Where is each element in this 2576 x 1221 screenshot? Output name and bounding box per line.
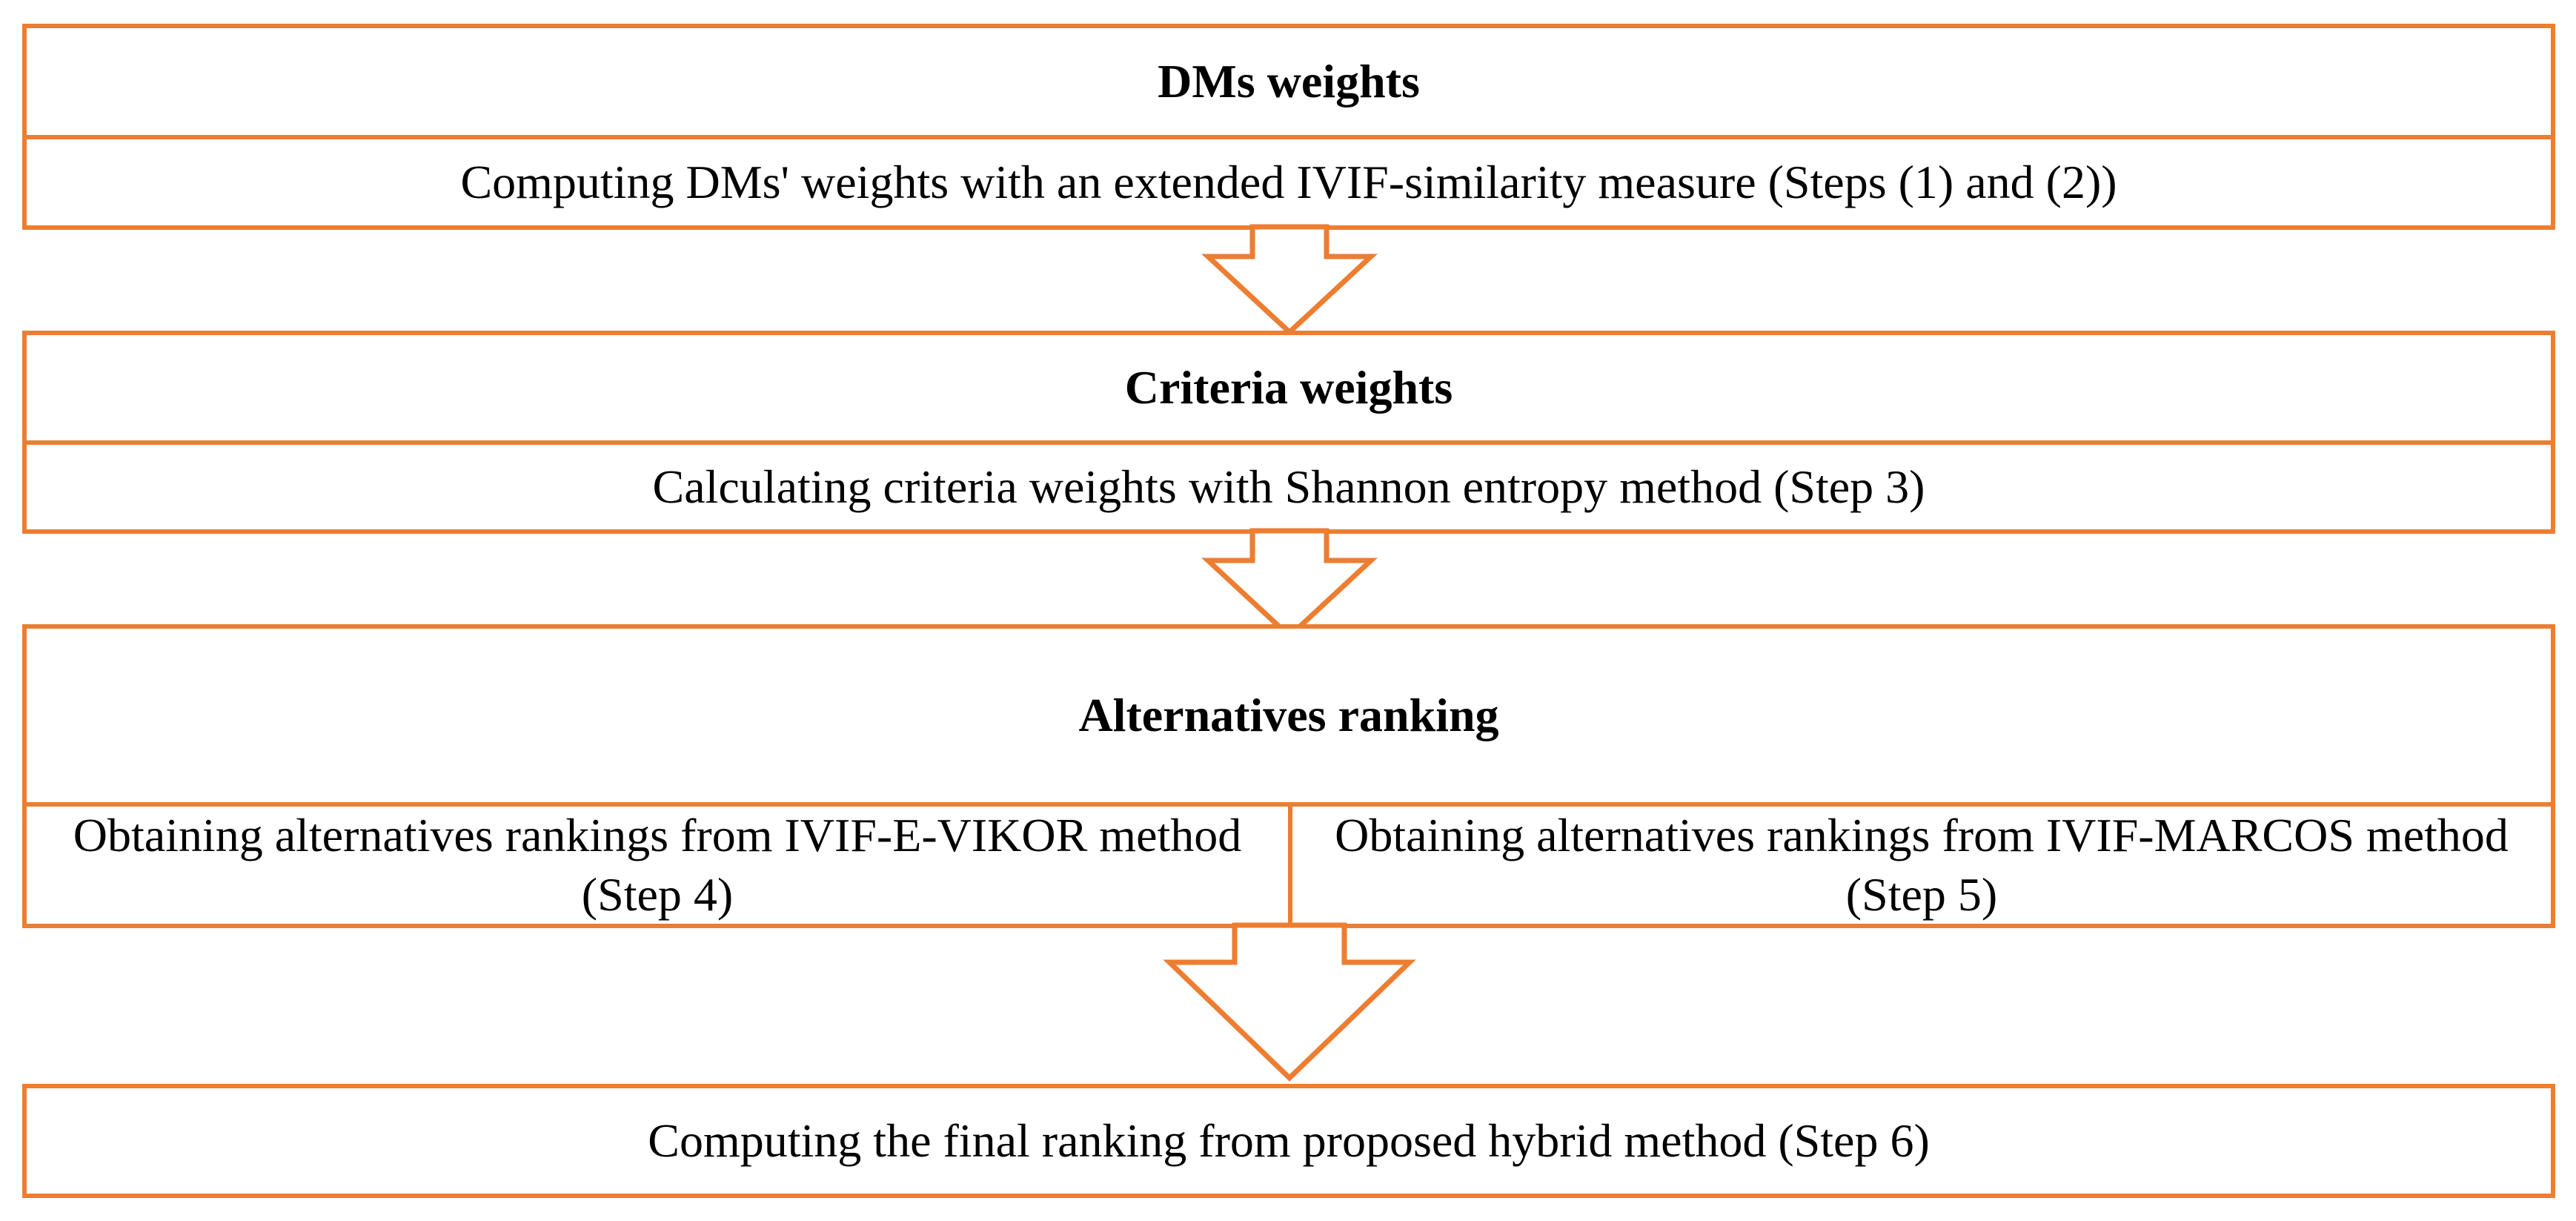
down-arrow-1 (1201, 224, 1378, 336)
stage-final-ranking: Computing the final ranking from propose… (22, 1084, 2555, 1198)
down-arrow-2 (1201, 528, 1378, 640)
stage-final-description: Computing the final ranking from propose… (648, 1114, 1930, 1167)
down-arrow-3 (1163, 922, 1416, 1082)
stage-criteria-description: Calculating criteria weights with Shanno… (27, 440, 2551, 529)
stage-alternatives-ranking: Alternatives ranking Obtaining alternati… (22, 624, 2555, 928)
stage-dms-description: Computing DMs' weights with an extended … (27, 135, 2551, 225)
method-ivif-marcos: Obtaining alternatives rankings from IVI… (1335, 809, 2509, 921)
stage-dms-heading: DMs weights (1158, 55, 1420, 107)
stage-dms-weights: DMs weights Computing DMs' weights with … (22, 24, 2555, 230)
stage-criteria-weights: Criteria weights Calculating criteria we… (22, 331, 2555, 534)
stage-alternatives-heading: Alternatives ranking (1078, 689, 1499, 741)
stage-alternatives-methods: Obtaining alternatives rankings from IVI… (27, 802, 2551, 924)
stage-criteria-heading: Criteria weights (1124, 361, 1453, 414)
method-ivif-e-vikor: Obtaining alternatives rankings from IVI… (27, 807, 1292, 924)
